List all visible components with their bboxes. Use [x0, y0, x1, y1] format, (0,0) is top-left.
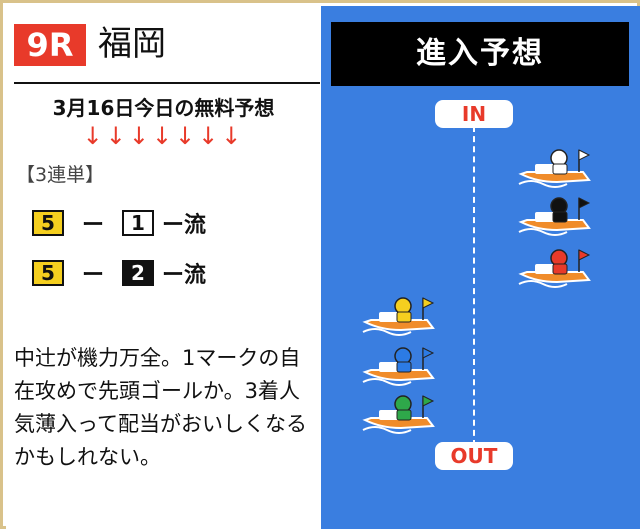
pick-dash: ー	[82, 213, 105, 238]
boat-icon	[362, 297, 435, 336]
boat-icon	[362, 395, 435, 434]
pick-row: 5 ー 2 ー流	[32, 258, 206, 288]
prediction-title: 3月16日今日の無料予想	[52, 96, 275, 120]
boat-icon	[518, 197, 591, 236]
entry-panel: 進入予想 IN OUT	[321, 6, 640, 529]
pick-rest: ー流	[162, 263, 207, 288]
pick-dash: ー	[82, 263, 105, 288]
prediction-panel: 9R 福岡 3月16日今日の無料予想 ↓↓↓↓↓↓↓ 【3連単】 5 ー 1 ー…	[6, 6, 321, 529]
in-label: IN	[435, 100, 513, 128]
boat-icon	[362, 347, 435, 386]
pick-second-boat: 2	[122, 260, 155, 286]
race-number-badge: 9R	[14, 24, 86, 66]
lane-divider-line	[473, 126, 475, 446]
pick-rest: ー流	[162, 213, 207, 238]
title-divider	[14, 82, 320, 84]
pick-row: 5 ー 1 ー流	[32, 208, 206, 238]
entry-panel-title: 進入予想	[331, 22, 629, 86]
down-arrows-icon: ↓↓↓↓↓↓↓	[82, 122, 245, 150]
boat-icon	[518, 149, 591, 188]
ticket-type-label: 【3連単】	[16, 164, 105, 186]
boat-icon	[518, 249, 591, 288]
prediction-comment: 中辻が機力万全。1マークの自在攻めで先頭ゴールか。3着人気薄入って配当がおいしく…	[14, 346, 307, 469]
pick-second-boat: 1	[122, 210, 155, 236]
pick-first-boat: 5	[32, 260, 64, 286]
venue-name: 福岡	[98, 24, 166, 64]
out-label: OUT	[435, 442, 513, 470]
pick-first-boat: 5	[32, 210, 64, 236]
